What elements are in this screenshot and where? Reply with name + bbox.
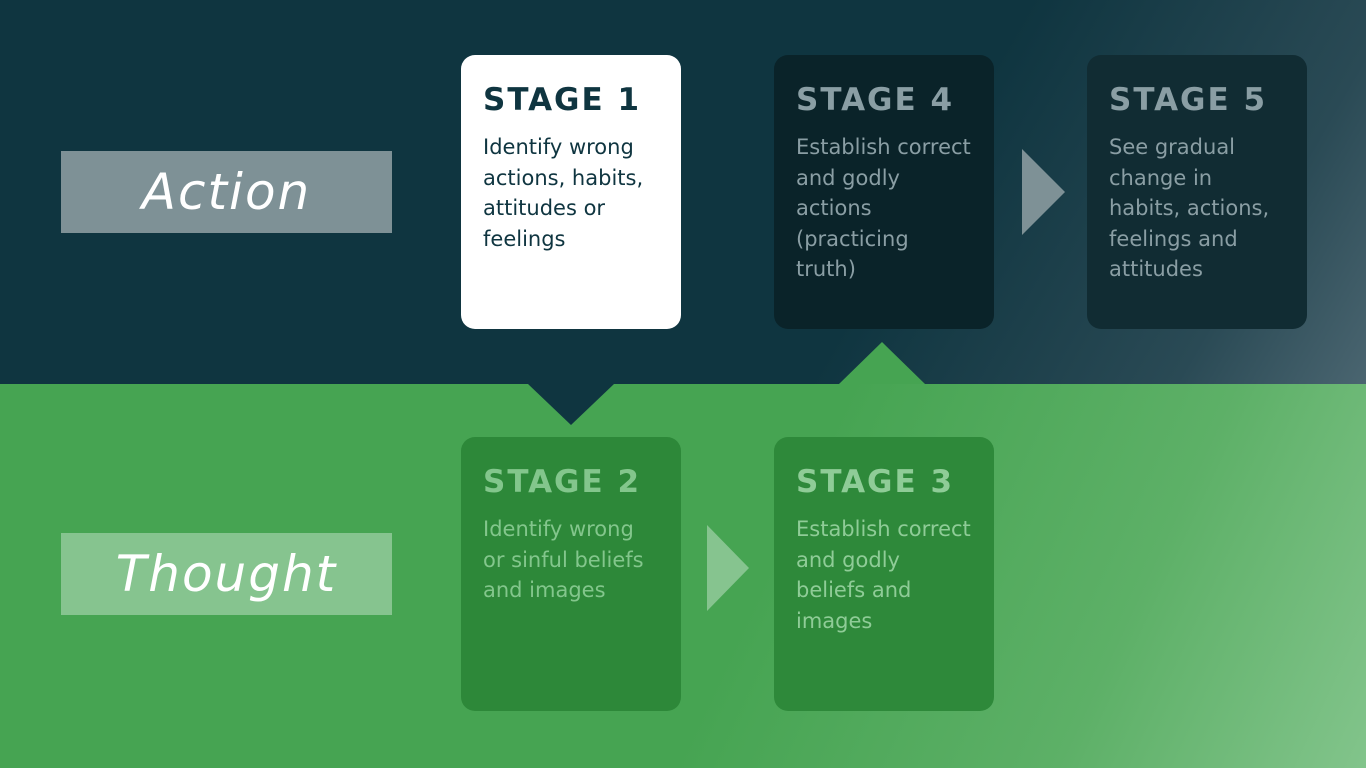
stage-3-title: STAGE 3 bbox=[796, 464, 955, 500]
stage-3-card: STAGE 3 Establish correct and godly beli… bbox=[774, 437, 994, 711]
stage-1-card: STAGE 1 Identify wrong actions, habits, … bbox=[461, 55, 681, 329]
stage3-to-stage4-connector bbox=[839, 342, 925, 384]
stage-3-text: Establish correct and godly beliefs and … bbox=[796, 517, 971, 633]
stage-5-text: See gradual change in habits, actions, f… bbox=[1109, 135, 1270, 281]
stage-2-title: STAGE 2 bbox=[483, 464, 642, 500]
stage-2-card: STAGE 2 Identify wrong or sinful beliefs… bbox=[461, 437, 681, 711]
stage-2-text: Identify wrong or sinful beliefs and ima… bbox=[483, 517, 644, 602]
chevron-right-icon bbox=[1022, 149, 1065, 235]
chevron-right-icon bbox=[707, 525, 749, 611]
action-row-label: Action bbox=[61, 151, 392, 233]
stage-1-text: Identify wrong actions, habits, attitude… bbox=[483, 135, 644, 251]
stage-1-title: STAGE 1 bbox=[483, 82, 642, 118]
thought-row-label: Thought bbox=[61, 533, 392, 615]
stage-4-text: Establish correct and godly actions (pra… bbox=[796, 135, 971, 281]
stage-5-card: STAGE 5 See gradual change in habits, ac… bbox=[1087, 55, 1307, 329]
stage-5-title: STAGE 5 bbox=[1109, 82, 1268, 118]
stage-4-card: STAGE 4 Establish correct and godly acti… bbox=[774, 55, 994, 329]
stage1-to-stage2-connector bbox=[528, 384, 614, 425]
stage-4-title: STAGE 4 bbox=[796, 82, 955, 118]
